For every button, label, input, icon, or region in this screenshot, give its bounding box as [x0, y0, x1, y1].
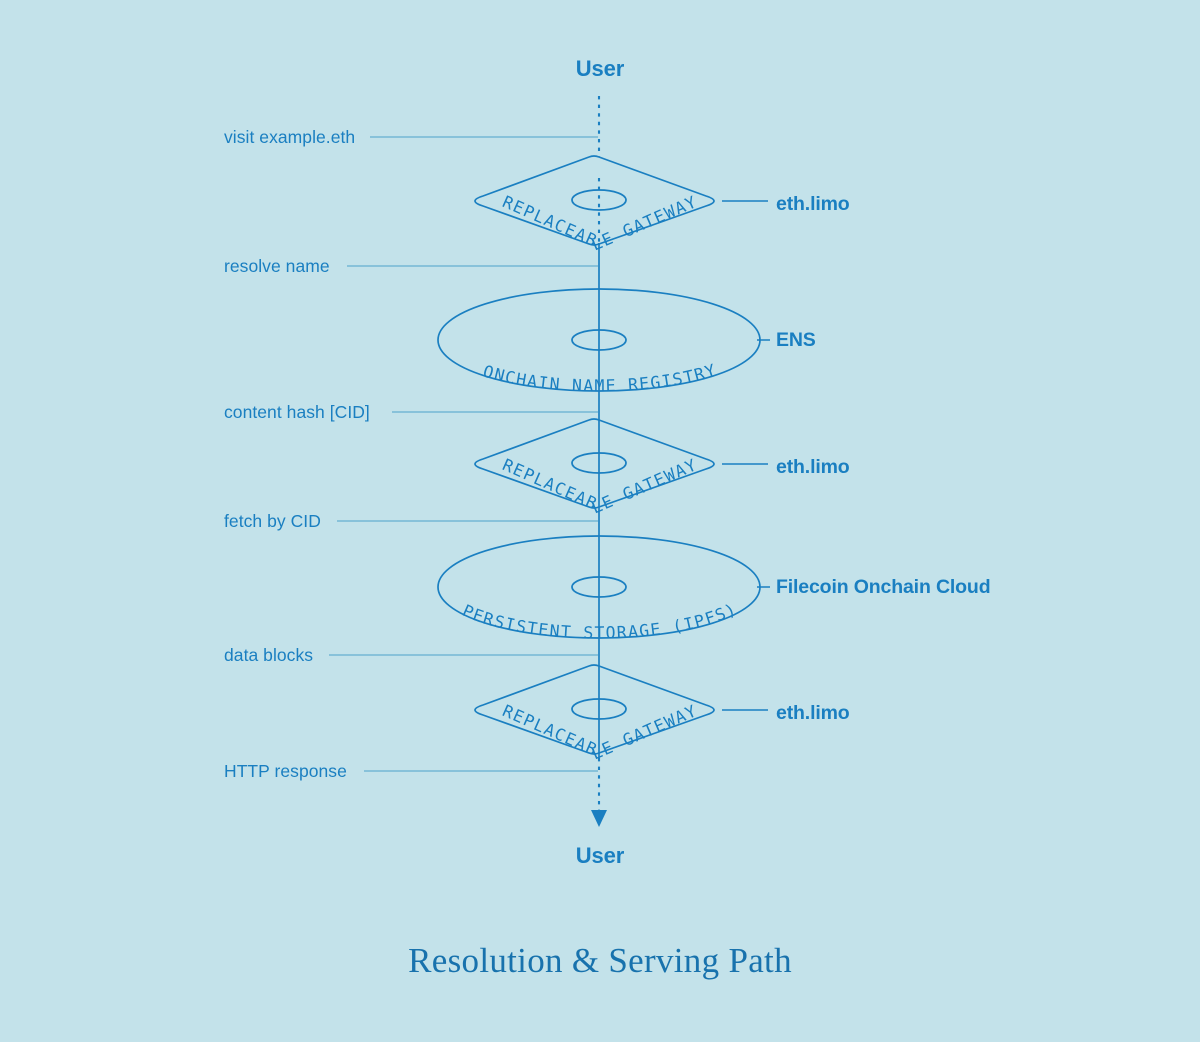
- step-label-http-response: HTTP response: [224, 761, 347, 781]
- step-leader-lines: [329, 136, 598, 772]
- node-persistent-storage[interactable]: PERSISTENT STORAGE (IPFS): [437, 535, 770, 642]
- diamond-outline-gateway-2: [474, 418, 715, 509]
- node-side-label-ipfs: Filecoin Onchain Cloud: [776, 576, 991, 598]
- endpoint-label-bottom: User: [575, 843, 625, 868]
- hub-ellipse-ipfs: [571, 576, 627, 598]
- curved-label-ipfs: PERSISTENT STORAGE (IPFS): [460, 599, 740, 642]
- diamond-outline-gateway-1: [474, 155, 715, 246]
- node-gateway-3[interactable]: REPLACEABLE GATEWAY: [474, 664, 768, 764]
- step-label-data-blocks: data blocks: [224, 645, 314, 665]
- hub-ellipse-ens: [571, 329, 627, 351]
- diamond-outline-gateway-3: [474, 664, 715, 755]
- node-ens-registry[interactable]: ONCHAIN NAME REGISTRY: [437, 288, 770, 395]
- endpoint-label-top: User: [575, 56, 625, 81]
- flow-spine: [591, 96, 607, 827]
- node-side-label-gateway-2: eth.limo: [776, 456, 850, 478]
- step-label-content-hash: content hash [CID]: [224, 402, 370, 422]
- step-label-resolve-name: resolve name: [224, 256, 330, 276]
- hub-ellipse-gateway-1: [571, 189, 627, 211]
- hub-ellipse-gateway-3: [571, 698, 627, 720]
- node-side-label-gateway-1: eth.limo: [776, 193, 850, 215]
- node-side-label-ens: ENS: [776, 329, 816, 351]
- step-label-visit-example-eth: visit example.eth: [224, 127, 356, 147]
- node-gateway-1[interactable]: REPLACEABLE GATEWAY: [474, 155, 768, 255]
- node-side-label-gateway-3: eth.limo: [776, 702, 850, 724]
- step-label-fetch-by-cid: fetch by CID: [224, 511, 321, 531]
- hub-ellipse-gateway-2: [571, 452, 627, 474]
- arrow-head-icon: [591, 810, 607, 827]
- curved-label-ens: ONCHAIN NAME REGISTRY: [481, 360, 719, 395]
- node-gateway-2[interactable]: REPLACEABLE GATEWAY: [474, 418, 768, 518]
- diagram-caption: Resolution & Serving Path: [408, 941, 792, 980]
